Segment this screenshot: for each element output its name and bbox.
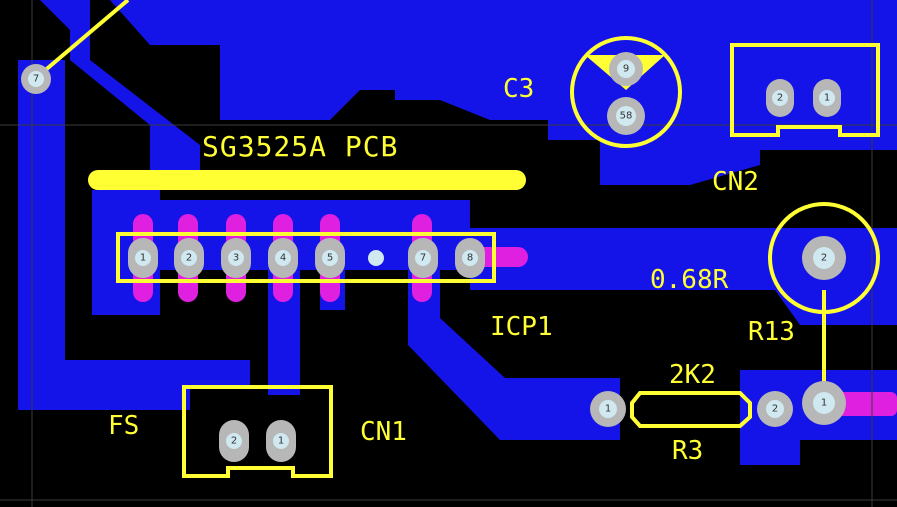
pad-label: 7	[33, 74, 39, 85]
copper-left-vertical	[18, 60, 250, 410]
label-fs: FS	[108, 411, 139, 441]
label-icp1: ICP1	[490, 312, 553, 342]
pad-ic-7[interactable]: 7	[408, 238, 438, 278]
pads: 7 9 58 2 1 1	[21, 52, 846, 462]
pad-r13-top[interactable]: 2	[802, 236, 846, 280]
pad-label: 7	[420, 253, 426, 264]
pad-label: 58	[620, 111, 633, 122]
silk-cn1-outline	[182, 385, 333, 478]
via-dot	[368, 250, 384, 266]
pad-label: 1	[605, 404, 611, 415]
pad-ic-4[interactable]: 4	[268, 238, 298, 278]
pad-label: 1	[824, 93, 830, 104]
label-cn2: CN2	[712, 167, 759, 197]
pad-cn1-right[interactable]: 1	[266, 420, 296, 462]
silkscreen-layer	[34, 0, 880, 478]
pad-cn2-right[interactable]: 1	[813, 79, 841, 117]
silk-cn2-outline	[730, 43, 880, 137]
pad-label: 8	[467, 253, 473, 264]
pad-cn2-left[interactable]: 2	[766, 79, 794, 117]
pad-cn1-left[interactable]: 2	[219, 420, 249, 462]
label-r13: R13	[748, 317, 795, 347]
label-c3: C3	[503, 74, 534, 104]
pad-c3-top[interactable]: 9	[609, 52, 643, 86]
pad-ic-5[interactable]: 5	[315, 238, 345, 278]
copper-icp1-trace	[408, 250, 620, 440]
pad-label: 2	[772, 404, 778, 415]
silk-ic-outline	[116, 232, 496, 283]
label-cn1: CN1	[360, 417, 407, 447]
pad-label: 2	[231, 436, 237, 447]
pad-ic-3[interactable]: 3	[221, 238, 251, 278]
pad-label: 1	[140, 253, 146, 264]
pad-r13-bottom[interactable]: 1	[802, 381, 846, 425]
pad-label: 4	[280, 253, 286, 264]
pad-left-7[interactable]: 7	[21, 64, 51, 94]
pad-label: 2	[186, 253, 192, 264]
silk-diagonal	[34, 0, 130, 80]
label-r3: R3	[672, 436, 703, 466]
pad-label: 3	[233, 253, 239, 264]
silk-c3-outline	[570, 36, 682, 148]
label-r3-value: 2K2	[669, 360, 716, 390]
pad-label: 9	[623, 64, 629, 75]
pad-ic-1[interactable]: 1	[128, 238, 158, 278]
silk-r3-body	[630, 391, 752, 428]
pad-label: 1	[278, 436, 284, 447]
pad-label: 2	[777, 93, 783, 104]
pad-ic-2[interactable]: 2	[174, 238, 204, 278]
label-r13-value: 0.68R	[650, 265, 729, 295]
silkscreen-text: SG3525A PCB C3 CN2 0.68R R13 ICP1 2K2 R3…	[108, 74, 795, 466]
pad-label: 5	[327, 253, 333, 264]
copper-top-left-traces	[40, 0, 200, 190]
copper-top-plane	[40, 0, 897, 185]
pad-label: 1	[821, 398, 827, 409]
pad-label: 2	[821, 253, 827, 264]
copper-ic-drop	[268, 270, 300, 395]
pad-r3-right[interactable]: 2	[757, 391, 793, 427]
pad-ic-8[interactable]: 8	[455, 238, 485, 278]
pad-r3-left[interactable]: 1	[590, 391, 626, 427]
board-title: SG3525A PCB	[202, 130, 398, 163]
pad-c3-bottom[interactable]: 58	[607, 97, 645, 135]
